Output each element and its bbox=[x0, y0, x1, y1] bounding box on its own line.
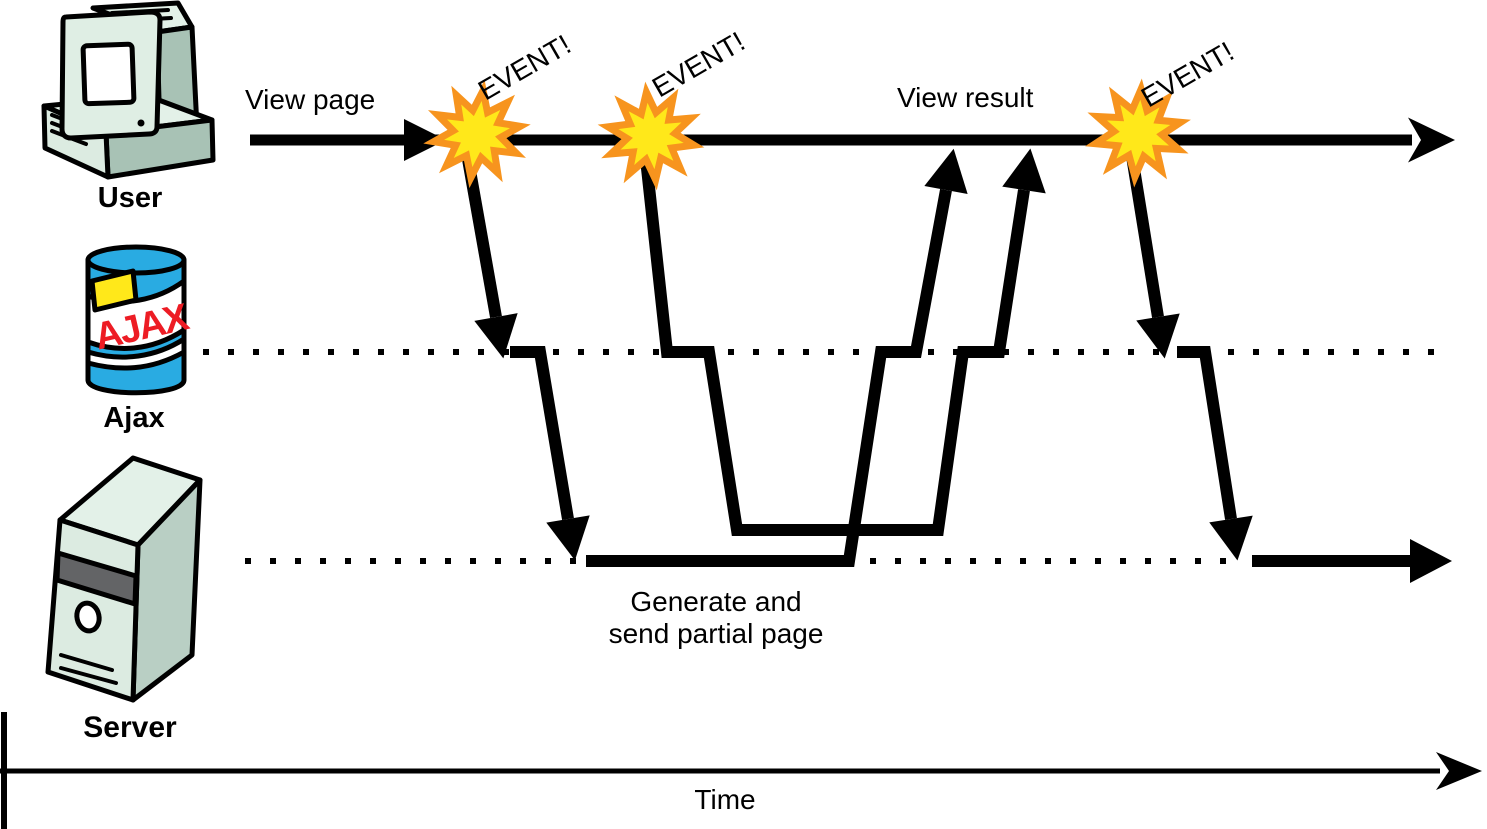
view-result-label: View result bbox=[897, 82, 1034, 113]
request-response-path-2 bbox=[639, 148, 1046, 536]
view-page-label: View page bbox=[245, 84, 376, 115]
ajax-to-server-arrow-3 bbox=[1177, 346, 1253, 561]
actor-label-user: User bbox=[97, 182, 163, 214]
time-axis-arrowhead bbox=[1436, 752, 1482, 790]
event-star-1 bbox=[429, 85, 524, 184]
actor-label-ajax: Ajax bbox=[103, 402, 165, 434]
actor-label-server: Server bbox=[83, 711, 177, 744]
ajax-to-server-arrow-1 bbox=[510, 346, 590, 561]
generate-line-1: Generate and bbox=[630, 586, 802, 617]
generate-partial-page-label: Generate and send partial page bbox=[566, 586, 866, 650]
time-label: Time bbox=[694, 784, 756, 815]
computer-icon bbox=[41, 0, 216, 180]
server-processing-and-response-arrow-1 bbox=[586, 148, 968, 567]
event-star-2 bbox=[605, 88, 697, 184]
time-axis bbox=[0, 712, 1482, 829]
server-icon bbox=[45, 455, 203, 703]
timeline-end-arrowhead bbox=[1408, 117, 1455, 163]
timeline-mid-arrowhead bbox=[404, 119, 446, 161]
generate-line-2: send partial page bbox=[608, 618, 824, 650]
ajax-can-icon: AJAX bbox=[85, 244, 194, 396]
